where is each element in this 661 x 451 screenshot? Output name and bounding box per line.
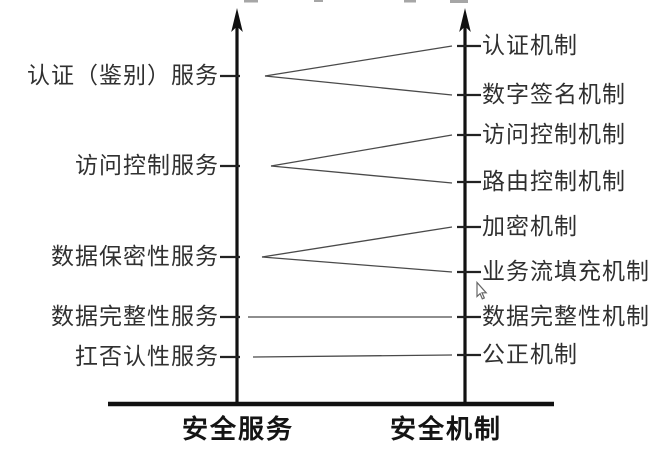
service-ticks [220, 74, 240, 359]
left-axis [231, 8, 243, 404]
mouse-cursor-icon [476, 280, 488, 300]
service-label-non-repudiation: 扛否认性服务 [75, 344, 219, 369]
service-label-integrity: 数据完整性服务 [51, 304, 219, 329]
left-axis-arrowhead-icon [231, 8, 243, 32]
mechanism-label-data-integrity: 数据完整性机制 [482, 304, 650, 329]
right-axis-arrowhead-icon [459, 8, 471, 32]
mechanism-ticks [457, 44, 481, 357]
cutoff-title-remnant [244, 0, 468, 3]
mechanism-label-digital-signature: 数字签名机制 [482, 82, 626, 107]
mechanism-label-routing-control: 路由控制机制 [482, 169, 626, 194]
mechanism-label-encryption: 加密机制 [482, 214, 578, 239]
service-label-access-control: 访问控制服务 [75, 153, 219, 178]
mechanism-label-authentication: 认证机制 [482, 33, 578, 58]
mechanism-label-traffic-padding: 业务流填充机制 [482, 259, 650, 284]
right-axis-title: 安全机制 [389, 415, 503, 444]
connector-lines [248, 45, 453, 358]
service-label-confidentiality: 数据保密性服务 [51, 244, 219, 269]
mechanism-label-access-control: 访问控制机制 [482, 122, 626, 147]
mechanism-label-notarization: 公正机制 [482, 342, 578, 367]
right-axis [459, 8, 471, 404]
left-axis-title: 安全服务 [181, 415, 295, 444]
service-label-authentication: 认证（鉴别）服务 [27, 63, 219, 88]
